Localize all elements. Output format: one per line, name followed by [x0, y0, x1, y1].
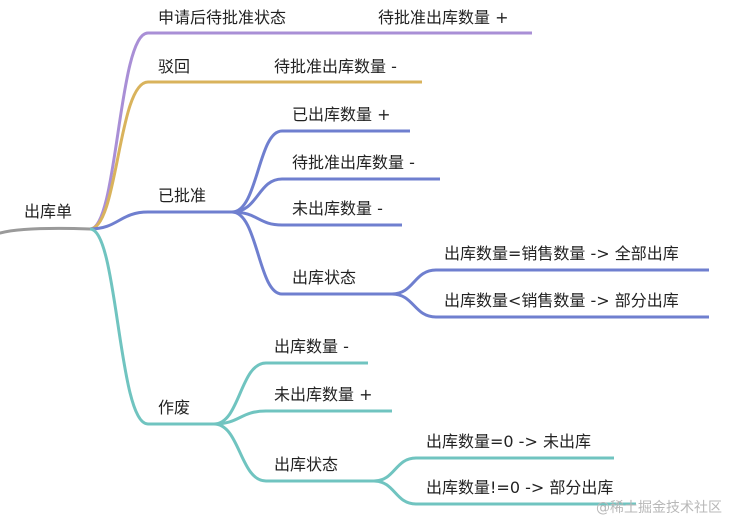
edge-b3-child-1: [231, 129, 283, 214]
node-b3-status-1: 出库数量=销售数量 -> 全部出库: [444, 244, 679, 263]
edge-b3-child-4: [231, 210, 283, 296]
node-b3-child-4: 出库状态: [292, 268, 357, 287]
node-b4-child-2: 未出库数量 +: [274, 385, 373, 404]
edge-b3-status-1: [391, 268, 437, 296]
node-root: 出库单: [24, 202, 73, 221]
edge-root-to-b3: [89, 210, 149, 231]
node-b2-child-1: 待批准出库数量 -: [274, 57, 397, 76]
edge-root: [0, 226, 92, 235]
node-b3-child-2: 待批准出库数量 -: [292, 153, 415, 172]
node-b4-status-1: 出库数量=0 -> 未出库: [426, 432, 591, 451]
edge-b4-child-1: [213, 361, 267, 426]
edge-b4-status-2: [373, 479, 417, 506]
edge-b4-child-2: [213, 409, 267, 426]
node-b1-child-1: 待批准出库数量 +: [378, 8, 509, 27]
node-b4: 作废: [158, 398, 191, 417]
node-b3-child-1: 已出库数量 +: [292, 105, 391, 124]
edge-b3-status-2: [391, 292, 437, 319]
node-b4-child-1: 出库数量 -: [274, 337, 349, 356]
edge-root-to-b1: [89, 31, 149, 231]
edge-b4-status-1: [373, 456, 417, 483]
watermark: @稀土掘金技术社区: [596, 500, 722, 516]
node-b4-child-3: 出库状态: [274, 455, 339, 474]
edge-root-to-b4: [89, 227, 149, 426]
node-b2: 驳回: [158, 57, 191, 76]
node-b4-status-2: 出库数量!=0 -> 部分出库: [426, 478, 614, 497]
edge-b4-child-3: [213, 422, 267, 483]
node-b1: 申请后待批准状态: [158, 8, 287, 27]
edge-b3-child-2: [231, 177, 283, 214]
node-b3: 已批准: [158, 186, 207, 205]
node-b3-status-2: 出库数量<销售数量 -> 部分出库: [444, 291, 679, 310]
edge-root-to-b2: [89, 80, 149, 231]
node-b3-child-3: 未出库数量 -: [292, 199, 383, 218]
